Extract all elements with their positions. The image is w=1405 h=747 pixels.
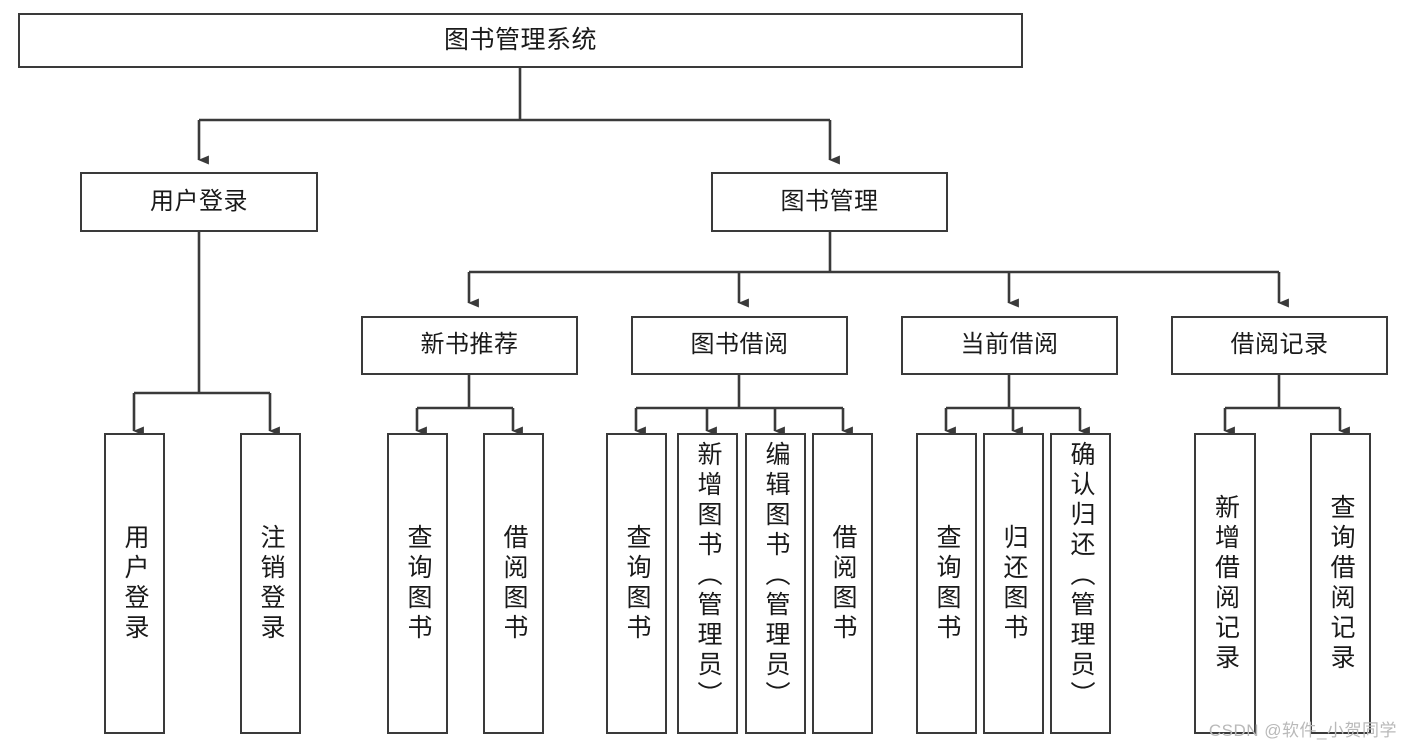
node-label: 查询图书 <box>623 523 651 644</box>
node-label: 编辑图书（管理员） <box>762 441 790 711</box>
leaf-borrow-borrow-book[interactable]: 借阅图书 <box>812 433 873 734</box>
node-label: 图书管理系统 <box>443 25 597 54</box>
node-user-login[interactable]: 用户登录 <box>80 172 318 232</box>
leaf-borrow-edit-book-admin[interactable]: 编辑图书（管理员） <box>745 433 806 734</box>
leaf-borrow-query-book[interactable]: 查询图书 <box>606 433 667 734</box>
node-label: 借阅图书 <box>829 523 857 644</box>
node-book-management[interactable]: 图书管理 <box>711 172 948 232</box>
node-root-book-management-system[interactable]: 图书管理系统 <box>18 13 1023 68</box>
node-label: 查询借阅记录 <box>1327 493 1355 674</box>
leaf-record-add-record[interactable]: 新增借阅记录 <box>1194 433 1256 734</box>
csdn-watermark: CSDN @软件_小贺同学 <box>1208 721 1397 740</box>
leaf-user-login-logout[interactable]: 注销登录 <box>240 433 301 734</box>
leaf-record-query-record[interactable]: 查询借阅记录 <box>1310 433 1371 734</box>
node-label: 新增借阅记录 <box>1211 493 1240 674</box>
node-label: 查询图书 <box>933 523 961 644</box>
node-borrow-record[interactable]: 借阅记录 <box>1171 316 1388 375</box>
node-label: 借阅图书 <box>500 523 528 644</box>
leaf-user-login-login[interactable]: 用户登录 <box>104 433 165 734</box>
node-new-book-recommend[interactable]: 新书推荐 <box>361 316 578 375</box>
node-label: 图书借阅 <box>690 331 789 359</box>
node-label: 注销登录 <box>257 523 285 644</box>
node-label: 确认归还（管理员） <box>1067 441 1095 711</box>
node-label: 新书推荐 <box>420 331 519 359</box>
leaf-new-book-query-book[interactable]: 查询图书 <box>387 433 448 734</box>
node-label: 图书管理 <box>780 187 879 215</box>
node-label: 归还图书 <box>1000 523 1028 644</box>
leaf-new-book-borrow-book[interactable]: 借阅图书 <box>483 433 544 734</box>
node-book-borrow[interactable]: 图书借阅 <box>631 316 848 375</box>
node-label: 用户登录 <box>150 187 248 215</box>
leaf-current-query-book[interactable]: 查询图书 <box>916 433 977 734</box>
leaf-current-confirm-return-admin[interactable]: 确认归还（管理员） <box>1050 433 1111 734</box>
node-label: 用户登录 <box>121 523 149 644</box>
node-label: 查询图书 <box>404 523 432 644</box>
node-label: 新增图书（管理员） <box>694 441 722 711</box>
node-label: 当前借阅 <box>960 331 1059 359</box>
node-current-borrow[interactable]: 当前借阅 <box>901 316 1118 375</box>
leaf-current-return-book[interactable]: 归还图书 <box>983 433 1044 734</box>
leaf-borrow-add-book-admin[interactable]: 新增图书（管理员） <box>677 433 738 734</box>
node-label: 借阅记录 <box>1230 331 1329 359</box>
